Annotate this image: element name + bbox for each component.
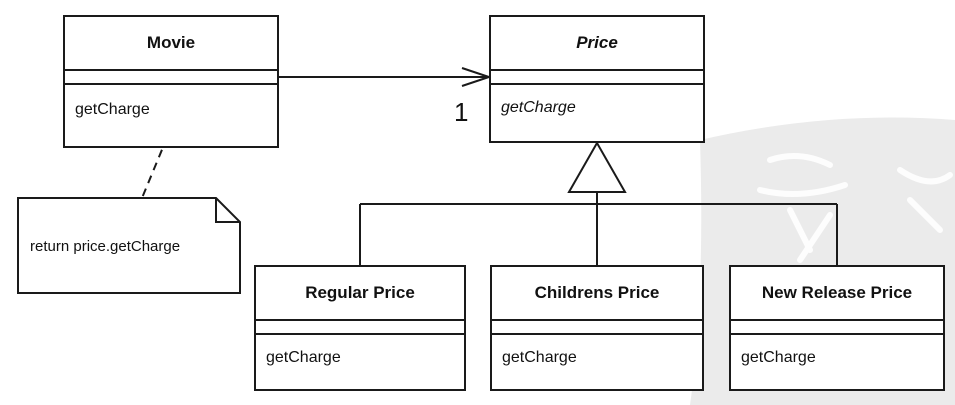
- divider: [492, 333, 702, 335]
- class-movie-attributes: [65, 71, 277, 83]
- class-price-operation: getCharge: [501, 99, 576, 116]
- divider: [492, 319, 702, 321]
- divider: [65, 83, 277, 85]
- class-regular-price-name: Regular Price: [305, 283, 415, 302]
- class-new-release-price-attributes: [731, 321, 943, 333]
- class-movie-operation: getCharge: [75, 101, 150, 118]
- class-regular-price-operation: getCharge: [266, 349, 341, 366]
- divider: [491, 83, 703, 85]
- class-new-release-price-name: New Release Price: [761, 283, 913, 302]
- class-movie-name: Movie: [146, 33, 196, 52]
- association-multiplicity: 1: [454, 97, 469, 127]
- divider: [731, 333, 943, 335]
- class-regular-price-attributes: [256, 321, 464, 333]
- class-new-release-price-operation: getCharge: [741, 349, 816, 366]
- class-childrens-price: Childrens Price getCharge: [490, 265, 704, 391]
- generalization-triangle: [567, 140, 627, 193]
- class-regular-price: Regular Price getCharge: [254, 265, 466, 391]
- divider: [731, 319, 943, 321]
- class-childrens-price-operation: getCharge: [502, 349, 577, 366]
- class-price: Price getCharge: [489, 15, 705, 143]
- divider: [256, 319, 464, 321]
- class-childrens-price-attributes: [492, 321, 702, 333]
- divider: [491, 69, 703, 71]
- divider: [65, 69, 277, 71]
- class-price-attributes: [491, 71, 703, 83]
- class-childrens-price-name: Childrens Price: [534, 283, 660, 302]
- class-movie: Movie getCharge: [63, 15, 279, 148]
- class-new-release-price: New Release Price getCharge: [729, 265, 945, 391]
- note-text: return price.getCharge: [30, 238, 181, 255]
- divider: [256, 333, 464, 335]
- note-fold: [215, 198, 240, 223]
- note-shape: [17, 197, 241, 294]
- class-price-name: Price: [576, 33, 618, 52]
